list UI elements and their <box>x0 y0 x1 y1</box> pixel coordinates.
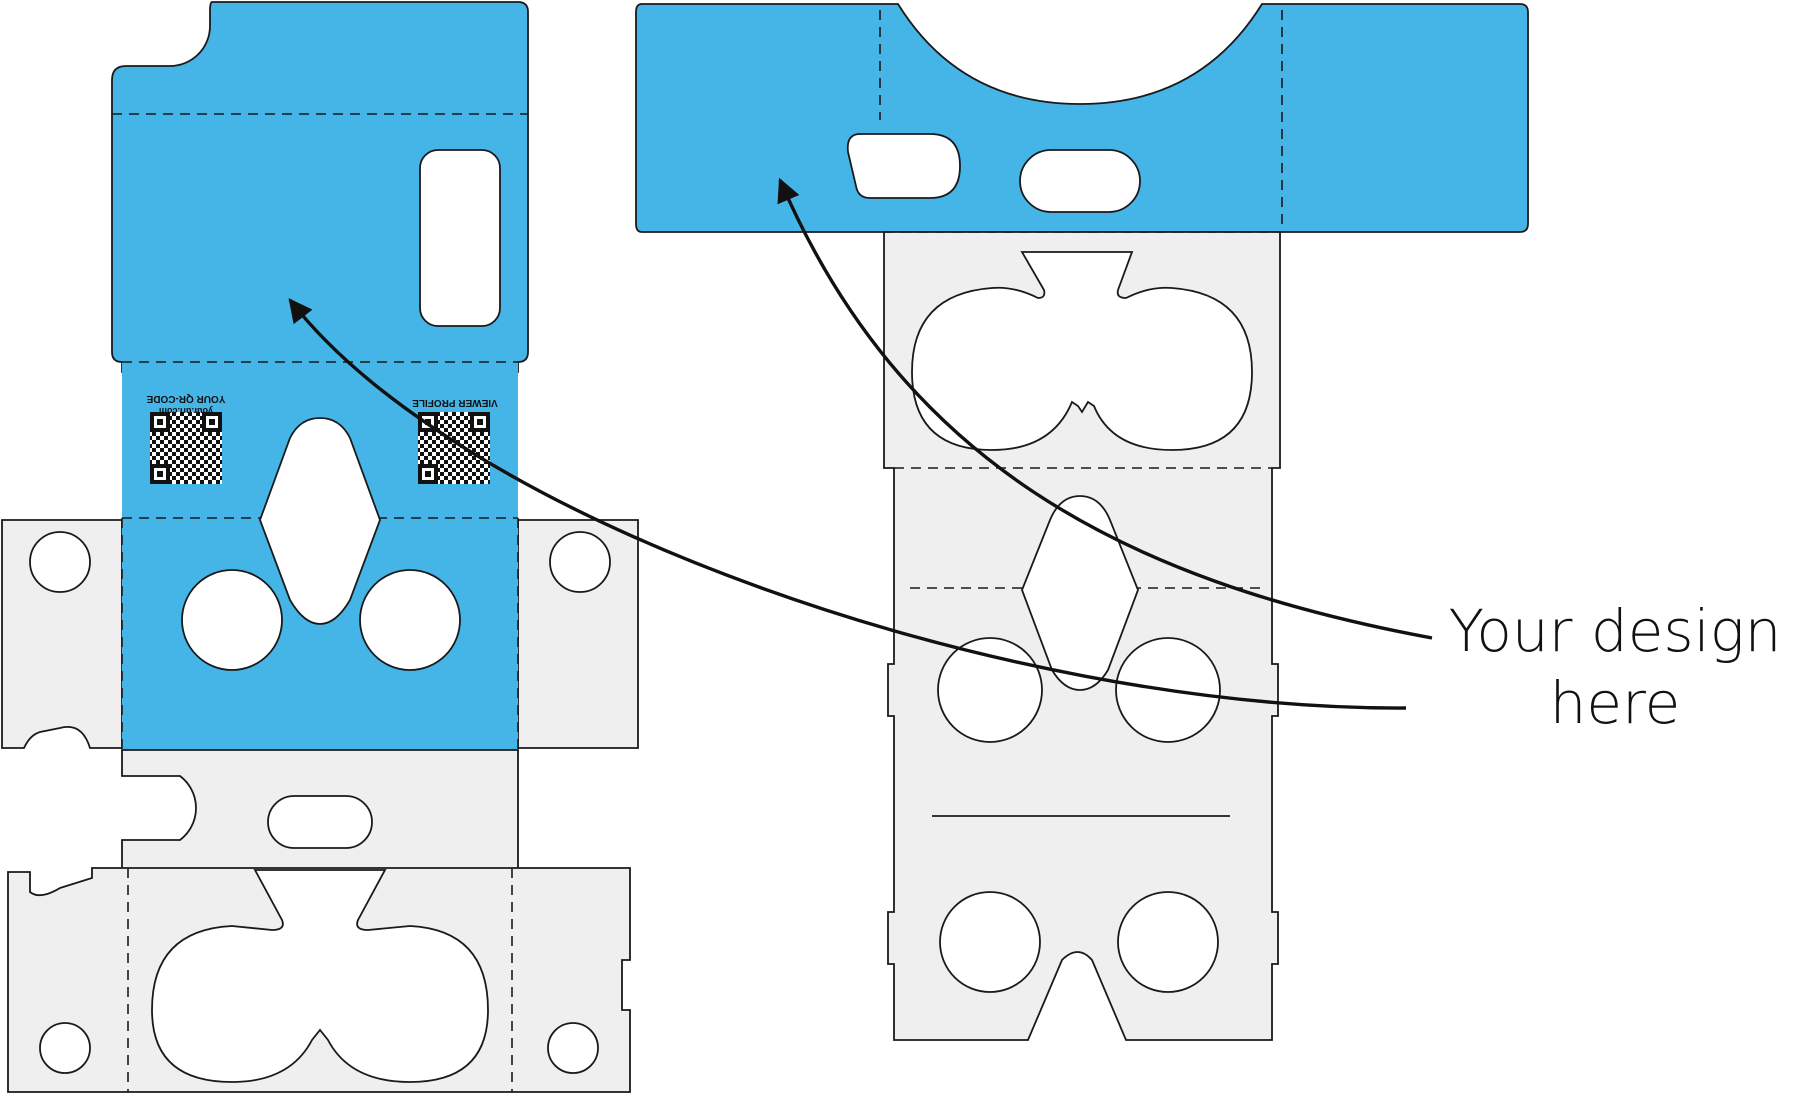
qr-left-url: your.url.com <box>159 406 213 416</box>
qr-right-caption: VIEWER PROFILE <box>412 397 498 408</box>
right-qr-code <box>418 412 490 484</box>
arrow-to-left-flap <box>288 298 1407 710</box>
left-bottom-lens-cutout <box>151 869 489 1083</box>
left-flap-slot <box>419 149 501 327</box>
arrow-to-right-band <box>777 177 1433 640</box>
callout-arrows <box>288 177 1433 710</box>
right-cutouts <box>846 133 1253 993</box>
left-wing-hole-left <box>29 531 91 593</box>
qr-left-caption: YOUR QR-CODE <box>146 393 225 404</box>
left-bottom-hole-left <box>39 1022 91 1074</box>
left-template: YOUR QR-CODE your.url.com VIEWER PROFILE <box>1 1 639 1093</box>
right-template <box>635 3 1529 1041</box>
left-cutouts <box>29 149 611 1083</box>
callout-line-1: Your design <box>1448 597 1782 665</box>
right-band-slot-left <box>846 133 961 199</box>
left-lens-hole-left <box>181 569 283 671</box>
right-lens-hole-lower-right <box>1117 891 1219 993</box>
left-qr-code <box>150 412 222 484</box>
right-band-slot-right <box>1019 149 1141 213</box>
left-fold-lines <box>112 113 528 1092</box>
left-wing-hole-right <box>549 531 611 593</box>
right-lens-cutout-top <box>911 251 1253 451</box>
left-strip-slot <box>267 795 373 849</box>
left-bottom-hole-right <box>547 1022 599 1074</box>
right-lens-hole-upper-left <box>937 637 1043 743</box>
left-lens-hole-right <box>359 569 461 671</box>
left-nose-diamond <box>259 417 381 625</box>
callout-text: Your design here <box>1440 595 1790 739</box>
right-nose-diamond <box>1021 495 1139 691</box>
callout-line-2: here <box>1549 669 1681 737</box>
right-lens-hole-lower-left <box>939 891 1041 993</box>
